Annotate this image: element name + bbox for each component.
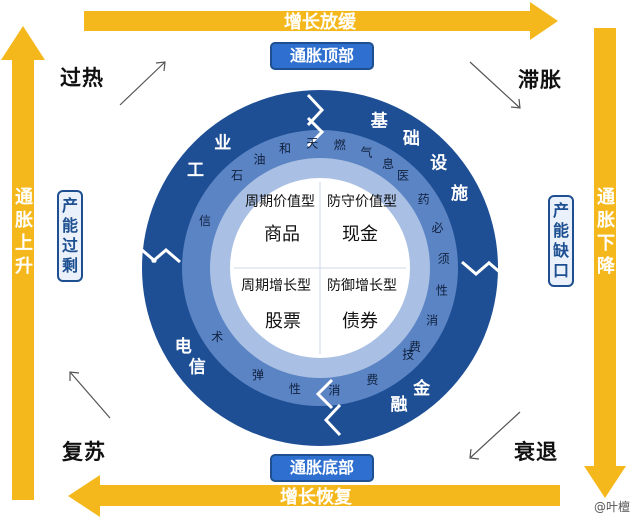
arrow-labels: 增长放缓 增长恢复 [280, 11, 357, 508]
middle-it-0: 信 [199, 214, 211, 228]
middle-it-3: 术 [211, 330, 223, 344]
quadrant-tr-asset: 现金 [342, 224, 378, 245]
diagonal-arrows [69, 61, 521, 460]
middle-ring-text: 石油和天燃气医药必须性消费弹性消费信息技术 [199, 137, 450, 398]
bottom-arrow-label: 增长恢复 [280, 486, 353, 508]
quadrant-br-type: 防御增长型 [327, 278, 397, 294]
middle-it-2: 技 [402, 348, 414, 362]
outer-infrastructure-3: 施 [451, 183, 468, 204]
outer-infrastructure-0: 基 [370, 111, 389, 132]
quadrant-tr-type: 防守价值型 [327, 194, 397, 210]
middle-staples-4: 性 [436, 284, 448, 298]
middle-cyclical-3: 费 [366, 373, 378, 387]
phase-overheat: 过热 [60, 66, 104, 90]
inflation-trough-label: 通胀底部 [270, 454, 374, 482]
core-dividers [234, 182, 406, 354]
outer-telecom-0: 电 [175, 336, 192, 357]
outer-infrastructure-2: 设 [430, 154, 447, 174]
ring-chevrons [127, 93, 517, 437]
outer-industry-0: 工 [187, 161, 204, 181]
middle-it-1: 息 [382, 156, 394, 171]
middle-staples-1: 药 [418, 192, 430, 206]
outer-industry-1: 业 [214, 134, 231, 154]
phase-stagflation: 滞胀 [518, 68, 562, 92]
top-arrow-label: 增长放缓 [284, 11, 357, 33]
bottom-arrow [68, 475, 560, 517]
top-arrow [84, 2, 558, 40]
quadrant-bl-type: 周期增长型 [241, 278, 311, 294]
middle-cyclical-1: 性 [289, 382, 301, 396]
middle-oil-gas-4: 燃 [334, 137, 346, 152]
middle-oil-gas-0: 石 [231, 168, 243, 182]
outer-infrastructure-1: 础 [403, 129, 420, 149]
middle-cyclical-0: 弹 [252, 368, 264, 382]
middle-oil-gas-3: 天 [306, 137, 318, 151]
outer-telecom-1: 信 [189, 356, 206, 377]
left-arrow-label: 通胀上升 [15, 187, 33, 277]
middle-staples-0: 医 [397, 168, 409, 182]
outer-finance-0: 金 [412, 378, 431, 399]
middle-staples-6: 费 [409, 340, 421, 354]
quadrant-texts: 周期价值型 商品 防守价值型 现金 周期增长型 股票 防御增长型 债券 [241, 194, 397, 332]
middle-cyclical-2: 消 [328, 384, 340, 398]
quadrant-br-asset: 债券 [342, 311, 378, 332]
quadrant-tl-asset: 商品 [264, 224, 300, 245]
right-arrow [584, 28, 626, 498]
middle-staples-5: 消 [426, 314, 438, 328]
left-arrow [1, 26, 45, 500]
frame-arrows [1, 2, 626, 517]
middle-oil-gas-5: 气 [360, 145, 372, 160]
watermark: @叶檀 [593, 500, 630, 514]
right-arrow-label: 通胀下降 [597, 187, 615, 277]
middle-staples-3: 须 [438, 252, 450, 266]
quadrant-bl-asset: 股票 [265, 311, 301, 332]
phase-recovery: 复苏 [62, 440, 106, 464]
middle-staples-2: 必 [431, 221, 443, 235]
middle-oil-gas-2: 和 [279, 142, 291, 156]
overcapacity-label: 产能过剩 [57, 190, 83, 282]
middle-oil-gas-1: 油 [253, 152, 265, 166]
outer-finance-1: 融 [391, 395, 408, 415]
inflation-peak-label: 通胀顶部 [270, 42, 374, 70]
phase-recession: 衰退 [514, 440, 558, 464]
quadrant-tl-type: 周期价值型 [245, 194, 315, 210]
capacity-gap-label: 产能缺口 [548, 195, 574, 287]
